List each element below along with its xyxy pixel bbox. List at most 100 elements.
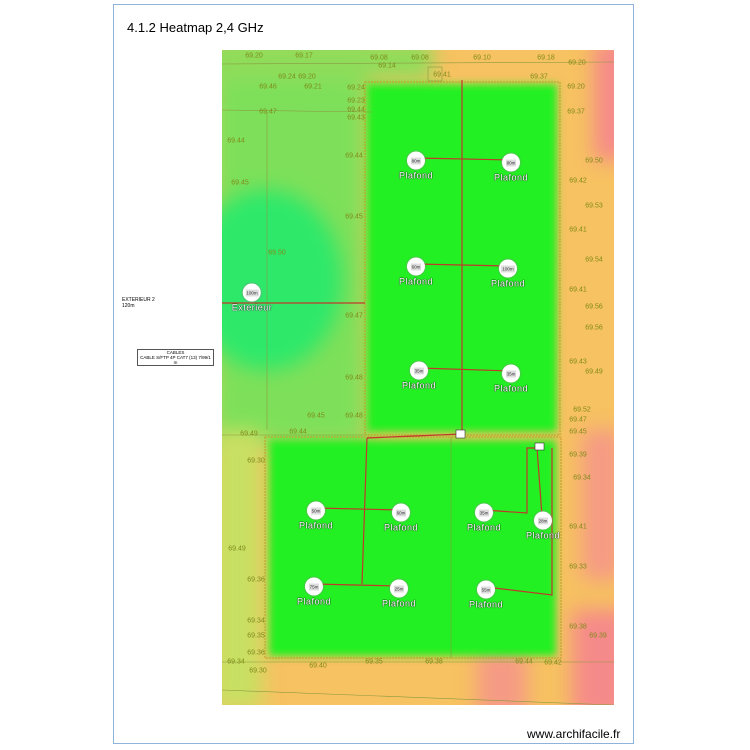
elevation-label: 69.44 — [515, 658, 533, 666]
legend-entry: CABLE S/FTP 4P CAT7 (13) 7/99/1 m — [140, 355, 211, 365]
elevation-label: 69.37 — [530, 73, 548, 81]
network-switch — [534, 442, 545, 451]
cable-length: 28m — [537, 517, 549, 524]
wifi-access-point-icon: 100m — [242, 283, 261, 302]
wifi-access-point-icon: 35m — [475, 503, 493, 522]
cable-length: 50m — [310, 507, 322, 514]
wifi-access-point-icon: 60m — [407, 257, 425, 276]
elevation-label: 69.44 — [289, 428, 307, 436]
access-point-label: Plafond — [401, 380, 437, 391]
access-point-label: Plafond — [525, 530, 561, 541]
cables-legend: CABLES CABLE S/FTP 4P CAT7 (13) 7/99/1 m — [137, 349, 214, 366]
wifi-access-point-icon: 35m — [502, 364, 520, 383]
coverage-left-lower — [222, 430, 262, 705]
wifi-access-point-icon: 100m — [499, 259, 517, 278]
elevation-label: 69.08 — [411, 54, 429, 62]
elevation-label: 69.45 — [569, 428, 587, 436]
network-switch — [455, 429, 466, 439]
elevation-label: 69.39 — [569, 451, 587, 459]
coverage-building-bottom — [269, 440, 556, 656]
elevation-label: 69.49 — [240, 430, 258, 438]
elevation-label: 69.48 — [345, 374, 363, 382]
elevation-label: 69.40 — [309, 662, 327, 670]
page-frame — [113, 4, 634, 744]
elevation-label: 69.52 — [573, 406, 591, 414]
cable-length: 75m — [308, 583, 320, 590]
elevation-label: 69.08 — [370, 54, 388, 62]
access-point-label: Plafond — [298, 520, 334, 531]
elevation-label: 69.41 — [569, 286, 587, 294]
elevation-label: 69.34 — [573, 474, 591, 482]
elevation-label: 69.18 — [537, 54, 555, 62]
elevation-label: 69.20 — [298, 73, 316, 81]
elevation-label: 69.38 — [425, 658, 443, 666]
elevation-label: 69.43 — [569, 358, 587, 366]
elevation-label: 69.45 — [307, 412, 325, 420]
wifi-access-point-icon: 80m — [407, 151, 425, 170]
elevation-label: 69.41 — [569, 523, 587, 531]
elevation-label: 69.20 — [567, 83, 585, 91]
elevation-label: 69.10 — [473, 54, 491, 62]
legend-title: CABLES — [166, 350, 185, 355]
access-point-label: Plafond — [490, 278, 526, 289]
elevation-label: 69.41 — [569, 226, 587, 234]
access-point-label: Plafond — [466, 522, 502, 533]
elevation-label: 69.49 — [228, 545, 246, 553]
exterior-note-distance: 120m — [122, 303, 135, 309]
elevation-label: 69.17 — [295, 52, 313, 60]
elevation-label: 69.23 — [347, 97, 365, 105]
wifi-access-point-icon: 35m — [410, 361, 428, 380]
building-bottom-outline — [264, 436, 562, 659]
elevation-label: 69.42 — [544, 659, 562, 667]
elevation-label: 69.35 — [247, 632, 265, 640]
access-point-label: Plafond — [383, 522, 419, 533]
elevation-label: 69.47 — [259, 108, 277, 116]
elevation-label: 69.24 — [347, 84, 365, 92]
page-title: 4.1.2 Heatmap 2,4 GHz — [127, 20, 264, 35]
elevation-label: 69.33 — [569, 563, 587, 571]
access-point-label: Exterieur — [231, 302, 273, 313]
exterior-note-name: EXTERIEUR 2 — [122, 297, 155, 303]
elevation-label: 69.50 — [585, 157, 603, 165]
elevation-label: 69.45 — [345, 213, 363, 221]
coverage-weak-bottom — [477, 650, 527, 705]
elevation-label: 69.36 — [247, 649, 265, 657]
coverage-weak-corner — [572, 610, 614, 705]
heatmap: 69.20 69.17 69.08 69.14 69.08 69.10 69.1… — [222, 50, 614, 705]
cable-length: 60m — [395, 509, 407, 516]
access-point-label: Plafond — [398, 276, 434, 287]
elevation-label: 69.37 — [567, 108, 585, 116]
access-point-label: Plafond — [493, 383, 529, 394]
elevation-label: 69.20 — [245, 52, 263, 60]
elevation-label: 69.34 — [247, 617, 265, 625]
elevation-label: 69.41 — [433, 71, 451, 79]
wifi-access-point-icon: 25m — [390, 579, 408, 598]
elevation-label: 69.20 — [568, 59, 586, 67]
elevation-label: 69.38 — [569, 623, 587, 631]
coverage-weak-right — [594, 50, 614, 160]
wifi-access-point-icon: 80m — [502, 153, 520, 172]
elevation-label: 69.34 — [227, 658, 245, 666]
elevation-label: 69.14 — [378, 62, 396, 70]
elevation-label: 69.47 — [569, 416, 587, 424]
footer-link[interactable]: www.archifacile.fr — [527, 727, 621, 741]
cable-length: 60m — [410, 263, 422, 270]
elevation-label: 69.44 — [345, 152, 363, 160]
floor-plan-lines — [222, 61, 614, 705]
elevation-label: 69.56 — [585, 324, 603, 332]
cable-length: 35m — [413, 367, 425, 374]
